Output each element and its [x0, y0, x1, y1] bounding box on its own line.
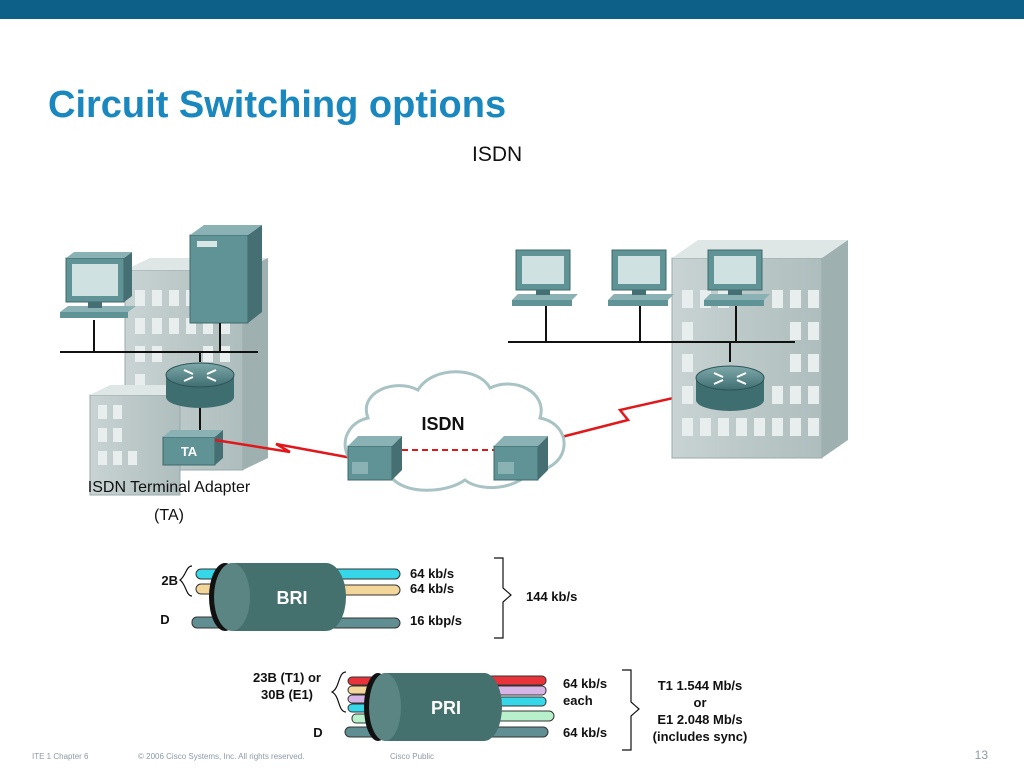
slide-title: Circuit Switching options [48, 84, 507, 126]
pri-group-brace [330, 671, 347, 713]
diagram-subtitle: ISDN [472, 143, 523, 166]
ta-caption-line2: (TA) [154, 507, 184, 524]
bri-rate-d: 16 kbp/s [410, 613, 462, 628]
bri-rate-b2: 64 kb/s [410, 581, 454, 596]
right-pc-2-icon [608, 249, 674, 306]
left-building-front [89, 385, 200, 496]
right-lan-segment [508, 306, 795, 362]
pri-total-brace [622, 669, 640, 751]
pri-rate-d: 64 kb/s [563, 725, 607, 740]
left-pc-icon [60, 252, 136, 318]
ta-label: TA [181, 444, 198, 459]
bri-label: BRI [277, 588, 308, 608]
bri-d-label: D [160, 612, 169, 627]
footer-copyright: © 2006 Cisco Systems, Inc. All rights re… [138, 752, 305, 761]
footer-classification: Cisco Public [390, 752, 435, 761]
right-pc-1-icon [512, 249, 578, 306]
bri-cable [191, 563, 401, 631]
pri-rate-b-line1: 64 kb/s [563, 676, 607, 691]
server-icon [189, 225, 262, 324]
right-pc-3-icon [704, 249, 770, 306]
pri-rate-b-line2: each [563, 693, 593, 708]
pri-total-line2: or [694, 695, 707, 710]
footer-chapter: ITE 1 Chapter 6 [32, 752, 89, 761]
bri-total-brace [494, 557, 512, 639]
right-router-icon [695, 365, 765, 411]
pri-total-line1: T1 1.544 Mb/s [658, 678, 743, 693]
pri-group-line2: 30B (E1) [261, 687, 313, 702]
pri-d-label: D [313, 725, 322, 740]
bri-group-label: 2B [161, 573, 178, 588]
pri-total-line3: E1 2.048 Mb/s [657, 712, 742, 727]
bri-rate-b1: 64 kb/s [410, 566, 454, 581]
pri-total-line4: (includes sync) [653, 729, 748, 744]
right-wan-link [537, 390, 701, 445]
left-wan-link [214, 438, 353, 460]
left-lan-segment [60, 320, 258, 432]
left-isdn-switch-icon [347, 436, 402, 481]
pri-cable [344, 673, 555, 741]
left-router-icon [165, 362, 235, 408]
pri-label: PRI [431, 698, 461, 718]
terminal-adapter-icon [162, 430, 223, 466]
cloud-label: ISDN [421, 414, 464, 434]
bri-total: 144 kb/s [526, 589, 577, 604]
header-bar [0, 0, 1024, 19]
bri-group-brace [178, 565, 193, 597]
page-number: 13 [974, 748, 988, 762]
pri-group-line1: 23B (T1) or [253, 670, 321, 685]
right-isdn-switch-icon [493, 436, 548, 481]
ta-caption-line1: ISDN Terminal Adapter [88, 479, 251, 496]
